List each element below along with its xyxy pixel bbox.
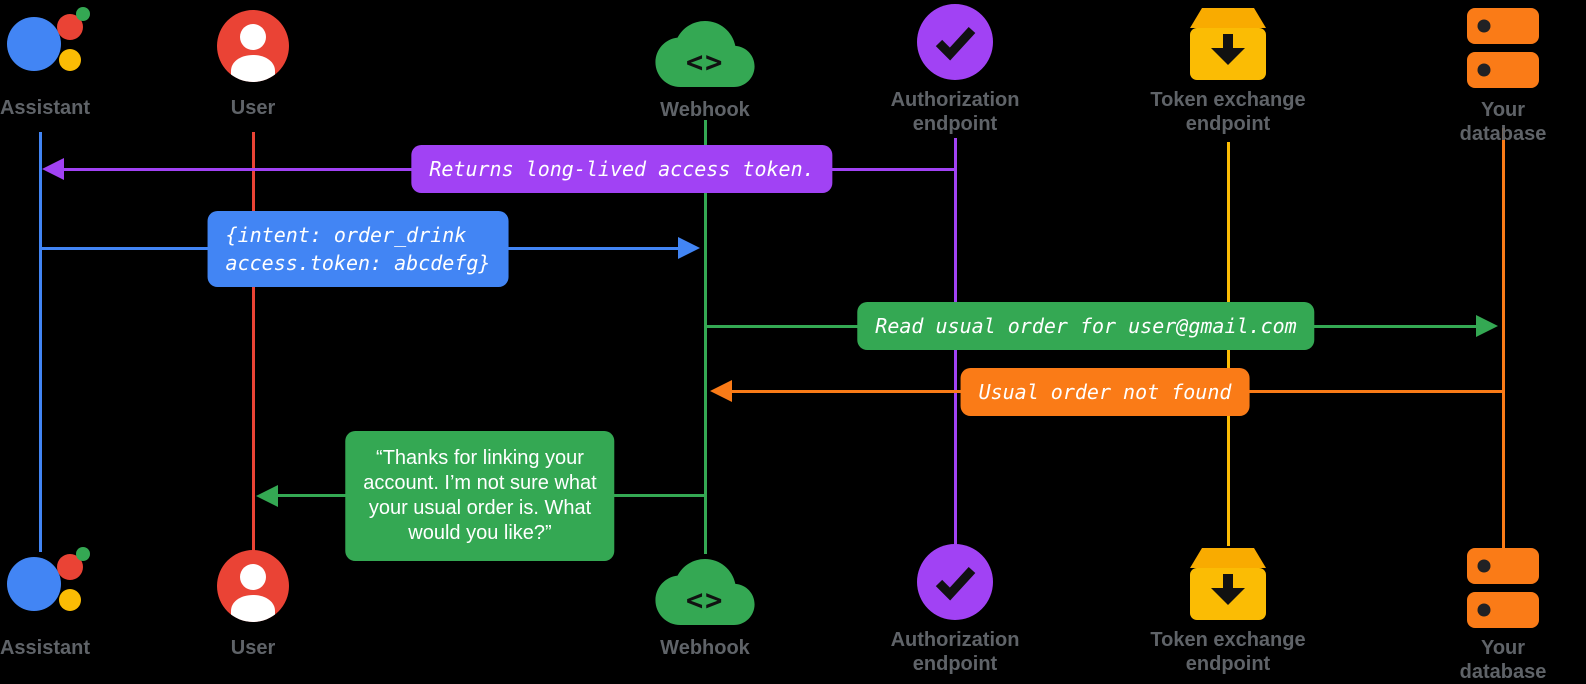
check-circle-icon xyxy=(917,544,993,620)
arrowhead-right-read-order xyxy=(1476,315,1498,337)
actor-label-authorization-endpoint-bottom: Authorization endpoint xyxy=(890,629,1020,675)
message-read-order: Read usual order for user@gmail.com xyxy=(857,302,1315,350)
user-icon xyxy=(217,10,289,82)
google-assistant-logo-icon xyxy=(7,547,90,611)
message-returns-token: Returns long-lived access token. xyxy=(411,145,833,193)
actor-label-webhook-top: Webhook xyxy=(660,99,750,121)
message-intent-line1: {intent: order_drink xyxy=(225,223,467,247)
message-thanks-line2: account. I’m not sure what xyxy=(363,472,597,494)
database-icon xyxy=(1467,8,1539,88)
actor-label-authorization-endpoint-top: Authorization endpoint xyxy=(890,89,1020,135)
actor-label-webhook-bottom: Webhook xyxy=(660,637,750,659)
message-intent: {intent: order_drink access.token: abcde… xyxy=(207,211,509,287)
actor-label-assistant-bottom: Assistant xyxy=(0,637,91,659)
svg-text:<>: <> xyxy=(686,583,724,617)
google-assistant-logo-icon xyxy=(7,7,90,71)
message-thanks: “Thanks for linking your account. I’m no… xyxy=(345,431,615,561)
cloud-code-icon: <> xyxy=(655,558,755,626)
arrowhead-left-thanks xyxy=(256,485,278,507)
actor-label-your-database-top: Your database xyxy=(1459,99,1547,145)
actor-label-your-database-bottom: Your database xyxy=(1459,637,1547,683)
arrowhead-left-returns-token xyxy=(42,158,64,180)
svg-text:<>: <> xyxy=(686,45,724,79)
cloud-code-icon: <> xyxy=(655,20,755,88)
actor-label-user-bottom: User xyxy=(230,637,276,659)
message-not-found: Usual order not found xyxy=(960,368,1250,416)
user-icon xyxy=(217,550,289,622)
lifeline-assistant xyxy=(39,132,42,552)
message-thanks-line3: your usual order is. What xyxy=(368,497,592,519)
actor-label-assistant-top: Assistant xyxy=(0,97,91,119)
actor-label-token-exchange-endpoint-bottom: Token exchange endpoint xyxy=(1150,629,1306,675)
lifeline-webhook xyxy=(704,120,707,554)
lifeline-your-database xyxy=(1502,128,1505,548)
archive-download-icon xyxy=(1190,548,1266,620)
archive-download-icon xyxy=(1190,8,1266,80)
actor-label-user-top: User xyxy=(230,97,276,119)
lifeline-user xyxy=(252,132,255,552)
actor-label-token-exchange-endpoint-top: Token exchange endpoint xyxy=(1150,89,1306,135)
arrowhead-right-intent xyxy=(678,237,700,259)
message-intent-line2: access.token: abcdefg} xyxy=(225,251,491,275)
message-thanks-line4: would you like?” xyxy=(408,522,552,544)
arrowhead-left-not-found xyxy=(710,380,732,402)
check-circle-icon xyxy=(917,4,993,80)
database-icon xyxy=(1467,548,1539,628)
message-thanks-line1: “Thanks for linking your xyxy=(376,447,584,469)
